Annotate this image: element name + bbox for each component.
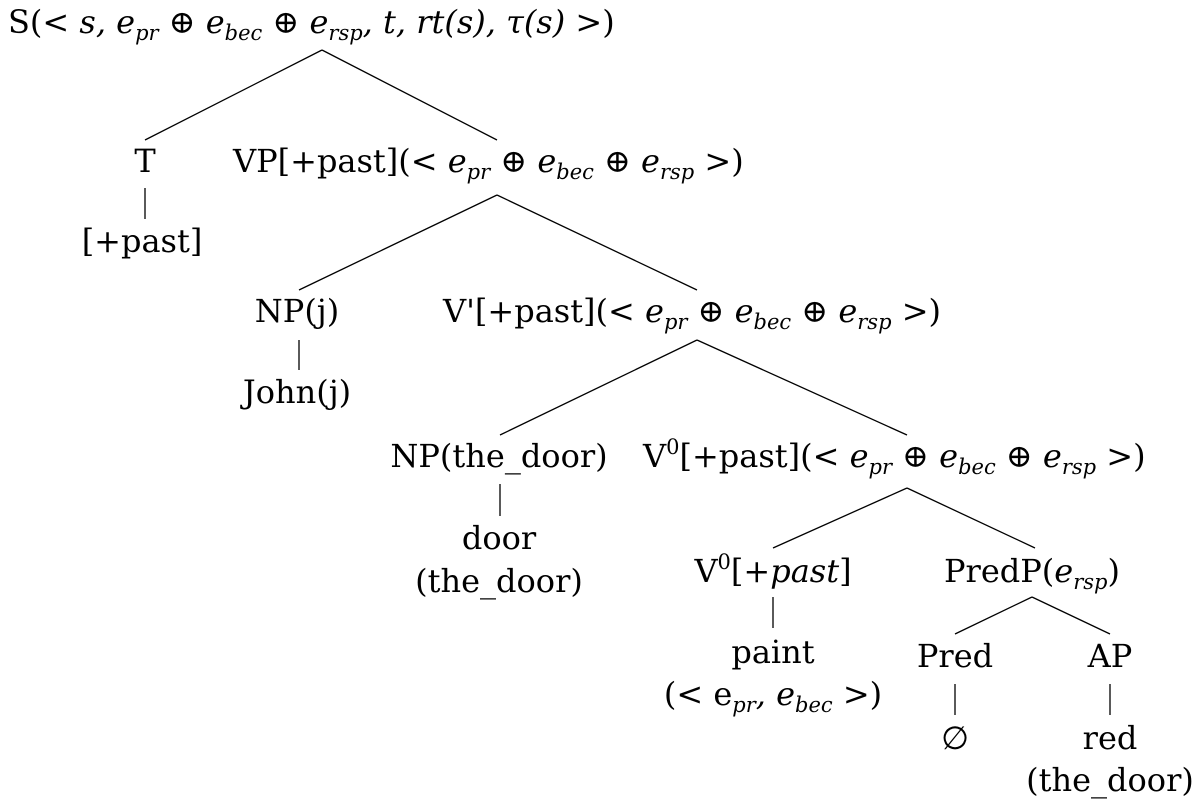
node-v0-outer: V0[+past](< epr ⊕ ebec ⊕ ersp >) [642, 435, 1146, 479]
leaf-red: red [1083, 719, 1138, 757]
node-vp: VP[+past](< epr ⊕ ebec ⊕ ersp >) [232, 142, 744, 184]
node-np-subject: NP(j) [255, 292, 339, 330]
leaf-red-referent: (the_door) [1026, 761, 1194, 799]
leaf-paint: paint [731, 633, 814, 671]
node-v0-inner: V0[+past] [693, 550, 851, 590]
node-t: T [134, 142, 156, 180]
leaf-empty-set: ∅ [941, 719, 969, 757]
leaf-john: John(j) [240, 373, 351, 411]
node-predp: PredP(ersp) [944, 552, 1120, 594]
edge-predp-pred [954, 596, 1033, 635]
node-pred: Pred [917, 637, 993, 675]
edge-vbar-npobj [499, 339, 698, 436]
leaf-t-past: [+past] [82, 222, 203, 260]
leaf-paint-events: (< epr, ebec >) [664, 675, 882, 717]
node-vbar: V'[+past](< epr ⊕ ebec ⊕ ersp >) [442, 292, 941, 334]
edge-vp-vbar [496, 194, 698, 291]
leaf-door-referent: (the_door) [415, 562, 583, 600]
node-np-object: NP(the_door) [390, 437, 607, 475]
edge-v0-predp [906, 487, 1036, 549]
edge-vbar-v0 [696, 339, 908, 436]
node-s: S(< s, epr ⊕ ebec ⊕ ersp, t, rt(s), τ(s)… [8, 3, 615, 45]
edge-vp-np [298, 194, 498, 291]
tree-edges [144, 49, 1111, 715]
leaf-door: door [462, 519, 537, 557]
edge-predp-ap [1031, 596, 1111, 635]
edge-v0-v0inner [772, 487, 908, 549]
edge-s-vp [321, 49, 498, 141]
node-ap: AP [1087, 637, 1133, 675]
edge-s-t [144, 49, 323, 141]
